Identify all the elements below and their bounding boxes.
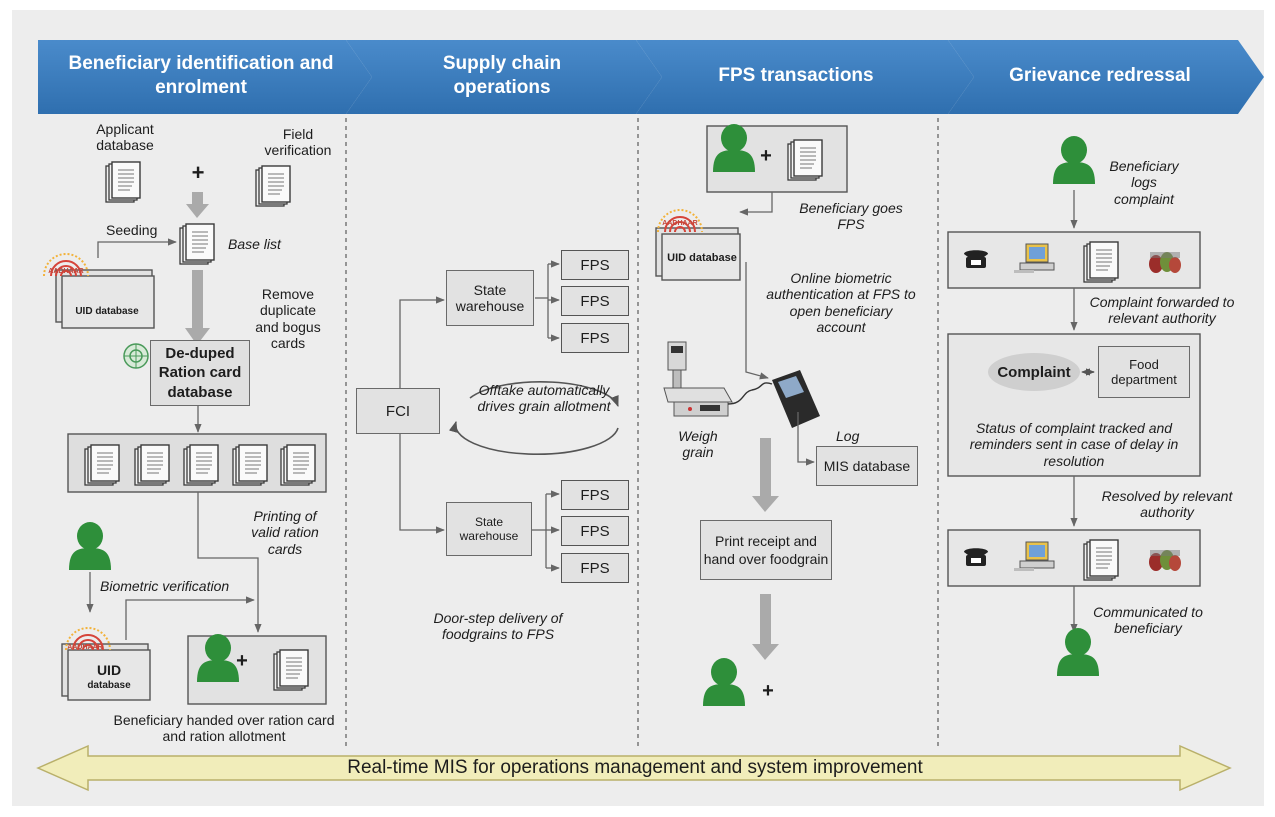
fci-box: FCI — [356, 388, 440, 434]
state-warehouse-top: State warehouse — [446, 270, 534, 326]
online-auth-label: Online biometric authentication at FPS t… — [766, 270, 916, 336]
fps-box-5: FPS — [561, 516, 629, 546]
applicant-database-label: Applicant database — [96, 121, 154, 154]
food-department-box: Food department — [1098, 346, 1190, 398]
header-fps-transactions: FPS transactions — [718, 65, 874, 86]
mis-database-box: MIS database — [816, 446, 918, 486]
offtake-label: Offtake automatically drives grain allot… — [477, 382, 611, 415]
fps-box-6: FPS — [561, 553, 629, 583]
aadhaar-logo-1: AADHAAR — [48, 268, 84, 275]
fps-box-1: FPS — [561, 250, 629, 280]
footer-mis-label: Real-time MIS for operations management … — [347, 757, 923, 778]
deduped-database-box: De-duped Ration card database — [150, 340, 250, 406]
header-grievance: Grievance redressal — [1009, 65, 1191, 86]
print-receipt-box: Print receipt and hand over foodgrain — [700, 520, 832, 580]
fps-box-2: FPS — [561, 286, 629, 316]
plus-sign-handover: + — [236, 650, 248, 672]
fps-box-3: FPS — [561, 323, 629, 353]
database-label-2: database — [87, 680, 131, 691]
seeding-label: Seeding — [106, 222, 158, 238]
uid-database-1: UID database — [75, 305, 139, 317]
plus-sign-foodgrain: + — [762, 680, 774, 702]
resolved-label: Resolved by relevant authority — [1101, 488, 1233, 521]
forwarded-label: Complaint forwarded to relevant authorit… — [1089, 294, 1235, 327]
field-verification-label: Field verification — [264, 126, 332, 159]
plus-sign-fps: + — [760, 145, 772, 167]
base-list-label: Base list — [228, 236, 281, 252]
header-supply-chain: Supply chain operations — [442, 53, 562, 99]
plus-sign: + — [191, 160, 205, 185]
printing-label: Printing of valid ration cards — [251, 508, 319, 557]
uid-database-3: UID database — [667, 252, 737, 264]
communicated-label: Communicated to beneficiary — [1093, 604, 1203, 637]
uid-label-2: UID — [96, 662, 122, 678]
log-label: Log — [836, 428, 860, 444]
header-enrolment: Beneficiary identification and enrolment — [68, 53, 334, 99]
handed-over-label: Beneficiary handed over ration card and … — [113, 712, 335, 745]
weigh-grain-label: Weigh grain — [678, 428, 718, 461]
status-tracked-label: Status of complaint tracked and reminder… — [969, 420, 1179, 469]
biometric-verification-label: Biometric verification — [100, 578, 230, 594]
state-warehouse-bottom: State warehouse — [446, 502, 532, 556]
aadhaar-logo-2: AADHAAR — [67, 644, 103, 651]
doorstep-label: Door-step delivery of foodgrains to FPS — [433, 610, 563, 643]
beneficiary-goes-label: Beneficiary goes FPS — [799, 200, 903, 233]
logs-complaint-label: Beneficiary logs complaint — [1109, 158, 1179, 207]
complaint-ellipse: Complaint — [997, 363, 1071, 381]
remove-duplicate-label: Remove duplicate and bogus cards — [255, 286, 321, 352]
aadhaar-logo-3: AADHAAR — [662, 220, 698, 227]
fps-box-4: FPS — [561, 480, 629, 510]
